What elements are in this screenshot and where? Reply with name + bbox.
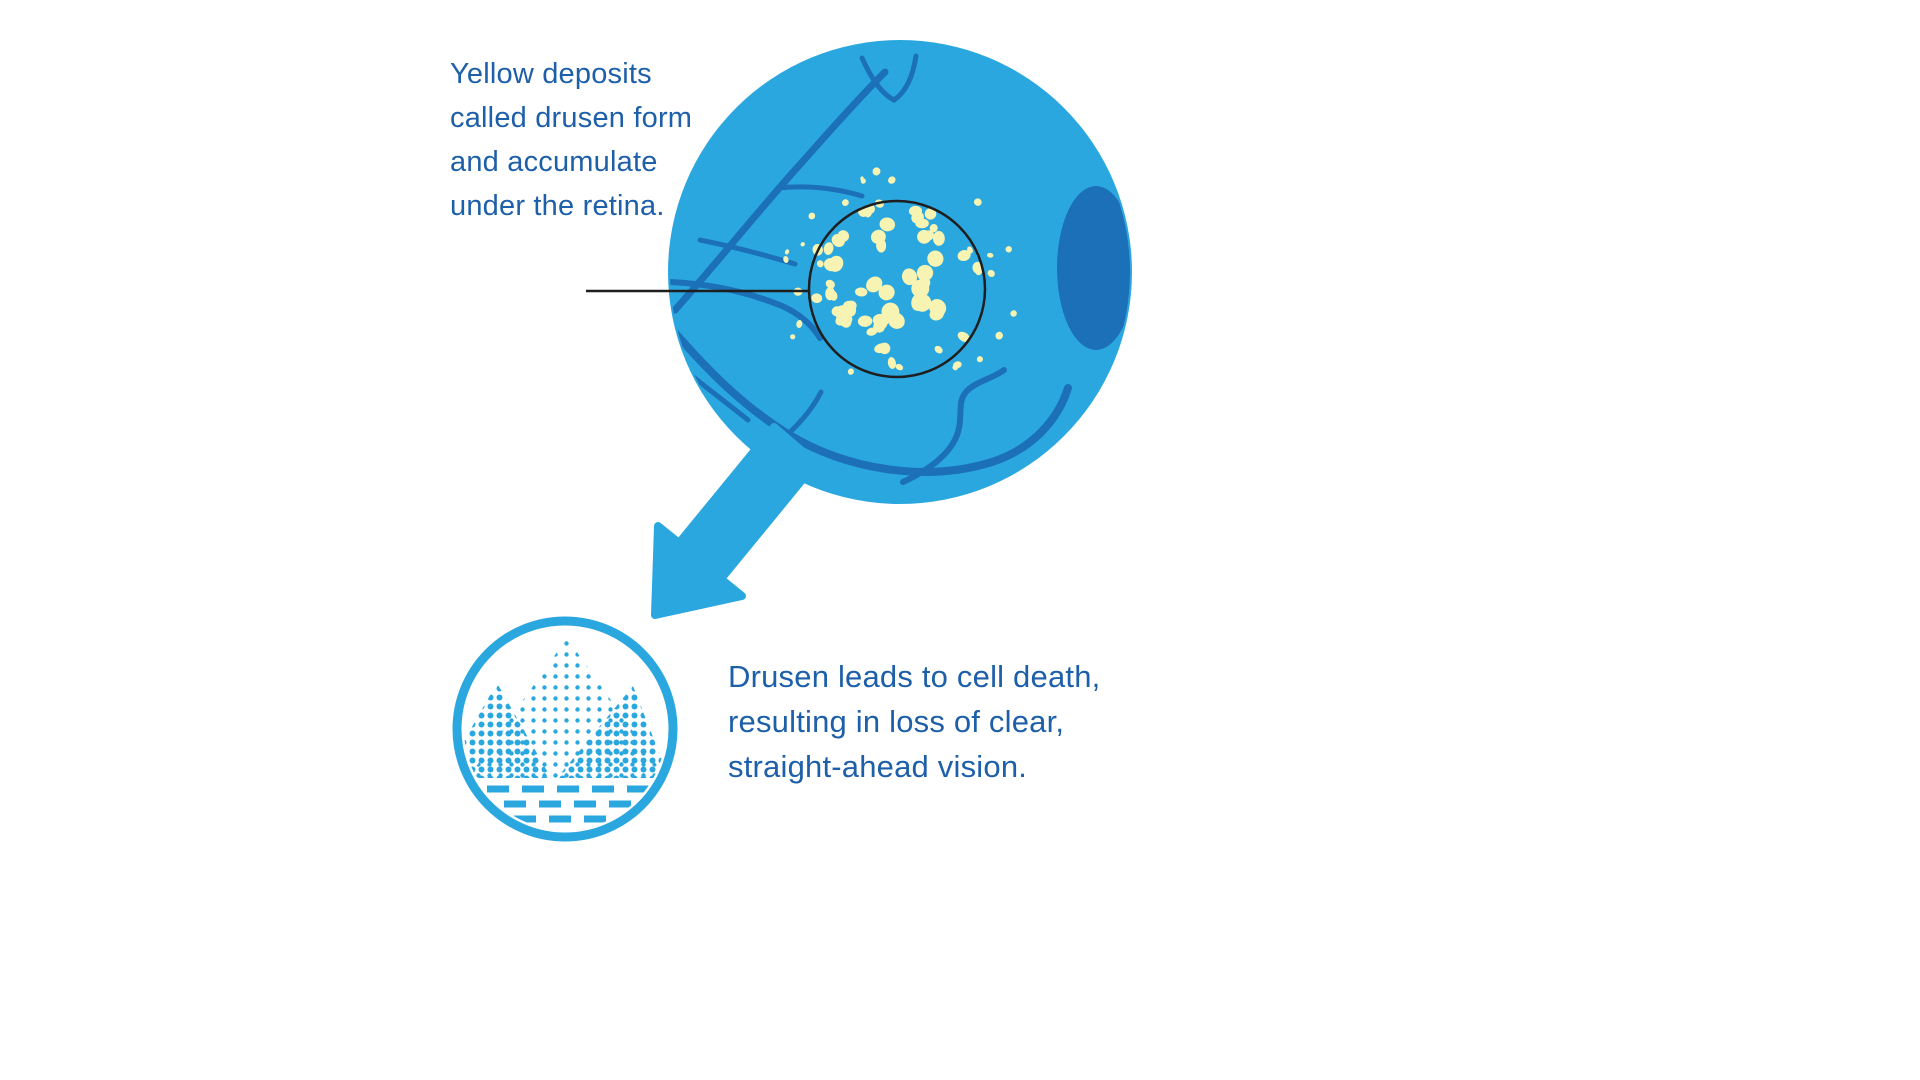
drusen-dot bbox=[828, 255, 844, 272]
drusen-dot bbox=[908, 205, 923, 217]
drusen-dot bbox=[811, 293, 823, 304]
drusen-dot bbox=[825, 279, 835, 289]
drusen-dot bbox=[816, 260, 824, 268]
eye-illustration bbox=[668, 40, 1132, 504]
drusen-dot bbox=[957, 331, 970, 343]
drusen-dot bbox=[976, 356, 983, 363]
drusen-dot bbox=[841, 199, 849, 206]
drusen-dot bbox=[916, 264, 934, 281]
drusen-dot bbox=[987, 269, 995, 277]
drusen-dot bbox=[873, 320, 885, 333]
drusen-dot bbox=[808, 212, 816, 220]
drusen-dot bbox=[888, 176, 896, 184]
drusen-dot bbox=[1010, 310, 1017, 317]
blurred-vision-icon bbox=[452, 616, 678, 842]
drusen-dot bbox=[929, 308, 944, 321]
drusen-dot bbox=[924, 208, 937, 220]
drusen-dot bbox=[901, 268, 918, 286]
drusen-dot bbox=[796, 320, 803, 328]
right-mountain bbox=[557, 686, 666, 778]
drusen-dot bbox=[895, 363, 904, 371]
drusen-dot bbox=[842, 300, 857, 313]
drusen-dot bbox=[865, 210, 872, 218]
drusen-dot bbox=[835, 315, 846, 326]
drusen-dot bbox=[847, 368, 854, 375]
drusen-dot bbox=[973, 198, 982, 206]
vision-loss-text: Drusen leads to cell death, resulting in… bbox=[728, 659, 1101, 784]
drusen-dot bbox=[995, 331, 1003, 340]
drusen-dot bbox=[934, 345, 943, 354]
drusen-dot bbox=[976, 269, 983, 276]
arrow-down-left-icon bbox=[651, 423, 820, 619]
drusen-dot bbox=[831, 306, 842, 317]
drusen-dot bbox=[887, 357, 896, 369]
drusen-dot bbox=[872, 167, 881, 176]
drusen-dot bbox=[879, 217, 896, 232]
drusen-dot bbox=[929, 224, 938, 233]
drusen-dot bbox=[876, 238, 887, 253]
left-mountain bbox=[464, 683, 551, 778]
drusen-dot bbox=[784, 249, 790, 255]
drusen-dot bbox=[878, 284, 895, 301]
drusen-dot bbox=[1005, 246, 1012, 253]
drusen-dot bbox=[790, 334, 796, 340]
drusen-dot bbox=[837, 230, 850, 242]
drusen-dot bbox=[932, 231, 945, 246]
drusen-dot bbox=[927, 250, 944, 267]
drusen-dot bbox=[866, 276, 883, 293]
drusen-dot bbox=[957, 249, 971, 262]
optic-disc bbox=[1057, 186, 1130, 350]
eyeball-sphere bbox=[668, 40, 1132, 504]
drusen-dot bbox=[823, 242, 834, 255]
drusen-dot bbox=[916, 277, 931, 291]
drusen-dot bbox=[857, 315, 873, 327]
drusen-dot bbox=[855, 287, 868, 297]
drusen-dot bbox=[987, 252, 994, 258]
drusen-dot bbox=[825, 287, 836, 301]
drusen-dot bbox=[881, 302, 900, 321]
drusen-dot bbox=[878, 342, 891, 355]
drusen-dot bbox=[953, 361, 962, 369]
drusen-dot bbox=[913, 293, 932, 312]
retinal-blood-vessels bbox=[670, 53, 1130, 485]
drusen-callout-text: Yellow deposits called drusen form and a… bbox=[450, 58, 693, 222]
drusen-dot bbox=[923, 230, 934, 241]
magnifier-circle bbox=[807, 199, 987, 379]
drusen-dot bbox=[800, 242, 805, 247]
drusen-dot bbox=[783, 256, 789, 263]
drusen-dot bbox=[860, 176, 864, 182]
